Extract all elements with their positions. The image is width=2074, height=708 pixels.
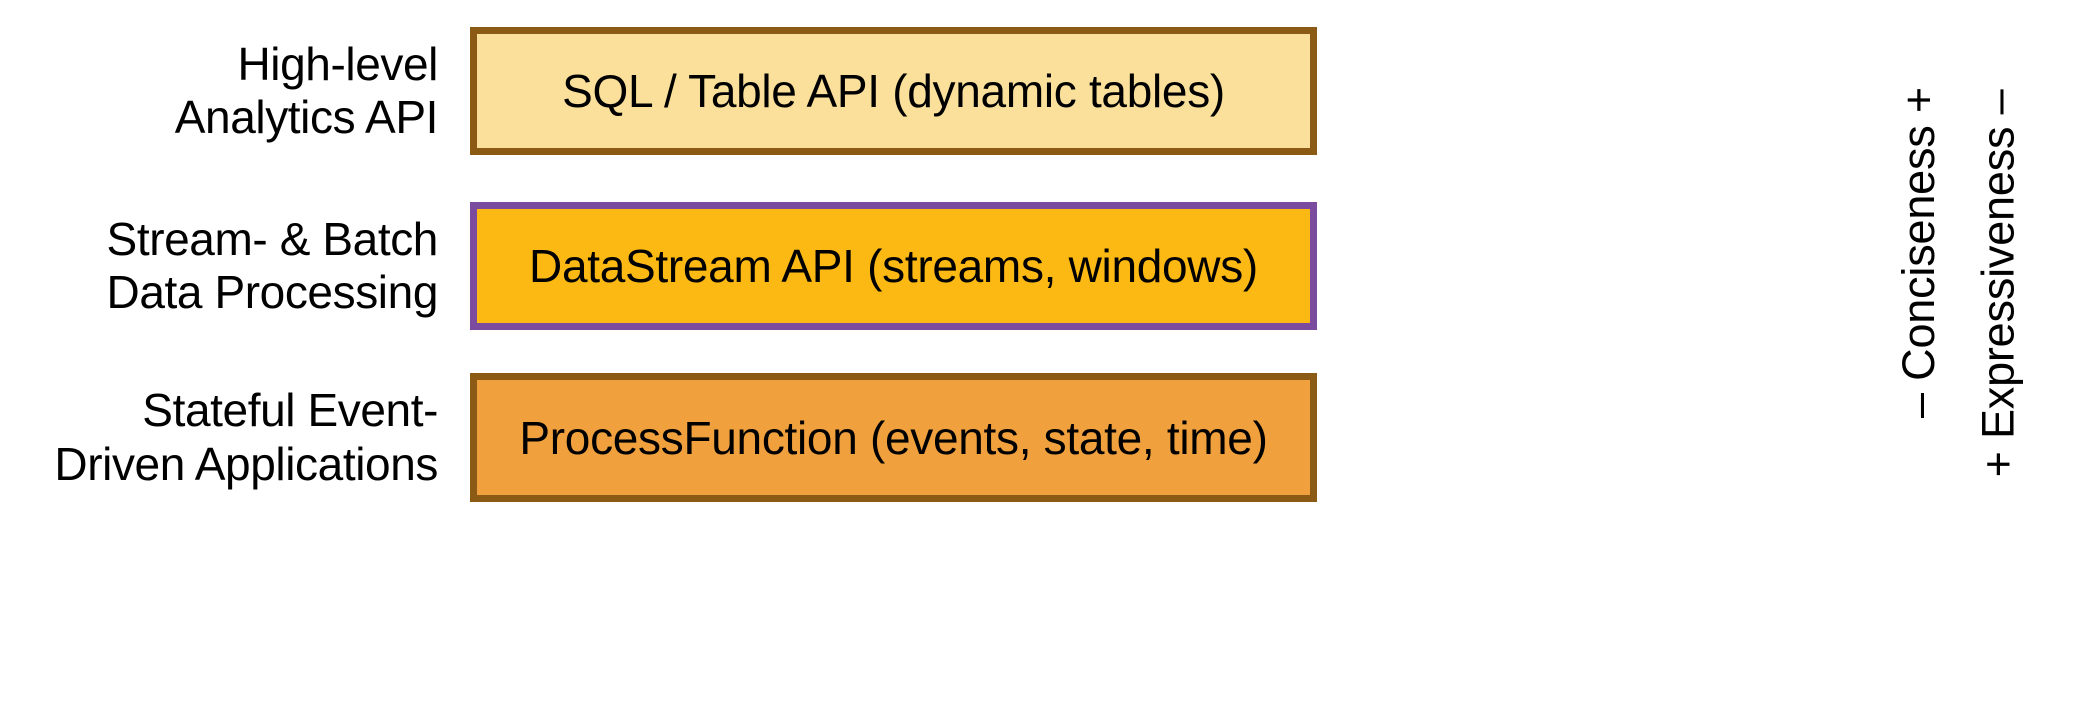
api-box-datastream-api[interactable]: DataStream API (streams, windows) [470,202,1317,330]
layer-label-high-level-analytics: High-level Analytics API [174,37,439,143]
axis-label-expressiveness-text: + Expressiveness – [1972,89,2024,477]
axis-label-conciseness: – Conciseness + [1888,0,1948,560]
api-box-process-function[interactable]: ProcessFunction (events, state, time) [470,373,1317,502]
axis-annotation-group: – Conciseness + + Expressiveness – [1880,0,2070,560]
layer-label-stream-batch-processing: Stream- & Batch Data Processing [106,212,439,318]
layer-row-stream-batch-processing: Stream- & Batch Data Processing DataStre… [0,202,1400,330]
axis-label-expressiveness: + Expressiveness – [1968,0,2028,560]
axis-label-conciseness-text: – Conciseness + [1892,86,1944,418]
api-box-sql-table-api[interactable]: SQL / Table API (dynamic tables) [470,27,1317,155]
layer-label-stateful-event-driven: Stateful Event- Driven Applications [54,384,438,490]
layer-row-high-level-analytics: High-level Analytics API SQL / Table API… [0,27,1400,155]
layer-row-stateful-event-driven: Stateful Event- Driven Applications Proc… [0,373,1400,502]
